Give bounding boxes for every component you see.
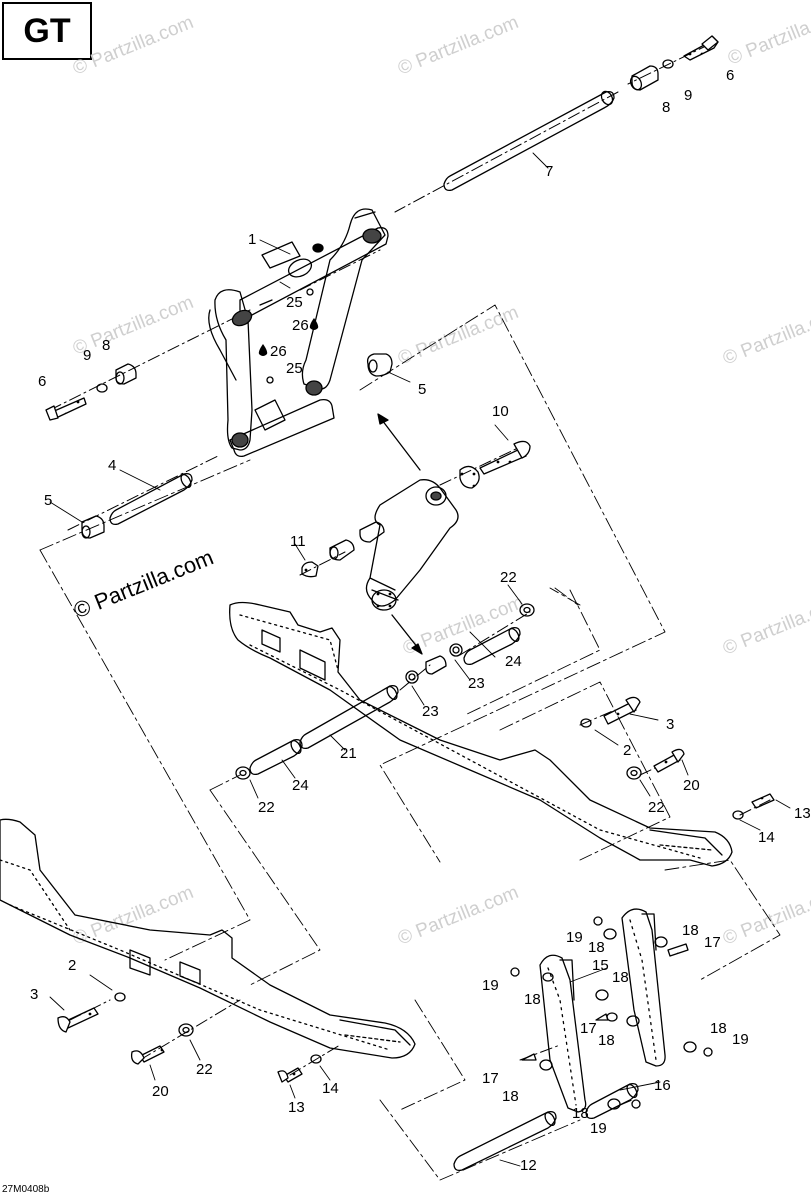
callout-18: 18	[612, 969, 629, 986]
callout-19: 19	[482, 977, 499, 994]
grease-drop-icon	[309, 318, 319, 330]
callout-23: 23	[468, 675, 485, 692]
grease-drop-icon	[258, 344, 268, 356]
callout-19: 19	[590, 1120, 607, 1137]
callout-9: 9	[684, 87, 692, 104]
callout-18: 18	[588, 939, 605, 956]
model-badge: GT	[2, 2, 92, 60]
callout-18: 18	[682, 922, 699, 939]
assembly-outlines	[39, 304, 781, 1181]
callout-24: 24	[292, 777, 309, 794]
callout-22: 22	[648, 799, 665, 816]
callout-20: 20	[683, 777, 700, 794]
callout-20: 20	[152, 1083, 169, 1100]
callout-25: 25	[286, 360, 303, 377]
callout-3: 3	[666, 716, 674, 733]
shock-absorber	[301, 440, 531, 611]
callout-18: 18	[572, 1105, 589, 1122]
diagram-code: 27M0408b	[2, 1184, 50, 1195]
callout-19: 19	[566, 929, 583, 946]
callout-22: 22	[196, 1061, 213, 1078]
callout-18: 18	[524, 991, 541, 1008]
callout-17: 17	[704, 934, 721, 951]
callout-11: 11	[290, 533, 306, 550]
callout-17: 17	[482, 1070, 499, 1087]
callout-6: 6	[726, 67, 734, 84]
alignment-lines	[49, 43, 771, 1106]
callout-14: 14	[322, 1080, 339, 1097]
callout-13: 13	[794, 805, 811, 822]
callout-18: 18	[710, 1020, 727, 1037]
callout-22: 22	[500, 569, 517, 586]
link-plates	[539, 908, 666, 1113]
callout-12: 12	[520, 1157, 537, 1174]
callout-18: 18	[502, 1088, 519, 1105]
callout-9: 9	[83, 347, 91, 364]
callout-13: 13	[288, 1099, 305, 1116]
callout-23: 23	[422, 703, 439, 720]
callout-18: 18	[598, 1032, 615, 1049]
callout-26: 26	[292, 317, 309, 334]
callout-24: 24	[505, 653, 522, 670]
callout-8: 8	[662, 99, 670, 116]
callout-6: 6	[38, 373, 46, 390]
callout-3: 3	[30, 986, 38, 1003]
rear-arm	[208, 208, 389, 458]
callout-5: 5	[44, 492, 52, 509]
tube-7	[443, 90, 615, 192]
callout-4: 4	[108, 457, 116, 474]
callout-26: 26	[270, 343, 287, 360]
callout-7: 7	[545, 163, 553, 180]
callout-8: 8	[102, 337, 110, 354]
callout-22: 22	[258, 799, 275, 816]
callout-19: 19	[732, 1031, 749, 1048]
callout-10: 10	[492, 403, 509, 420]
slide-rail-left	[0, 818, 416, 1059]
leader-lines	[49, 152, 791, 1167]
callout-15: 15	[592, 957, 609, 974]
slide-rail-right	[229, 601, 733, 867]
callout-25: 25	[286, 294, 303, 311]
callout-16: 16	[654, 1077, 671, 1094]
callout-5: 5	[418, 381, 426, 398]
callout-14: 14	[758, 829, 775, 846]
callout-21: 21	[340, 745, 357, 762]
callout-2: 2	[623, 742, 631, 759]
callout-1: 1	[248, 231, 256, 248]
callout-17: 17	[580, 1020, 597, 1037]
callout-2: 2	[68, 957, 76, 974]
